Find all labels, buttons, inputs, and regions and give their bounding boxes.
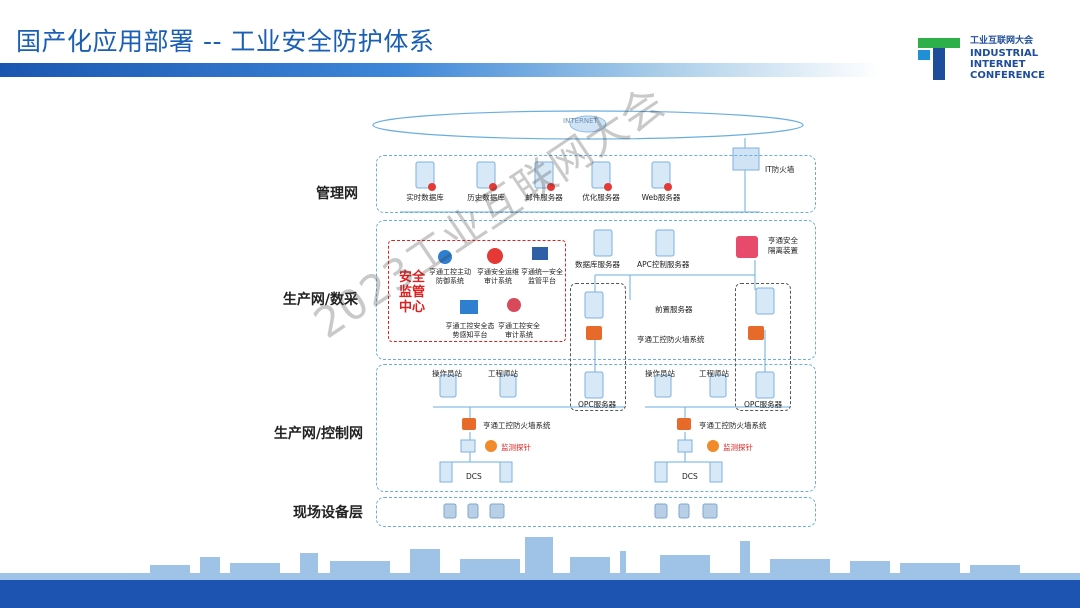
cloud-icon [569,115,607,133]
mgmt-server-label: 优化服务器 [582,193,620,202]
red-shield-icons [428,183,672,191]
mgmt-server-label: 实时数据库 [406,193,444,202]
soc-title: 安全 监管 中心 [397,270,427,315]
zone-box-field [376,497,816,527]
isolation-device-icon [736,236,758,258]
city-skyline-illustration [0,537,1080,580]
it-firewall-icon [732,147,760,171]
zone-label-field: 现场设备层 [293,505,363,521]
firewall-system-label: 亨通工控防火墙系统 [699,421,767,430]
soc-title-line: 监管 [398,285,425,300]
firewall-system-label: 亨通工控防火墙系统 [637,335,705,344]
data-server-icons [439,229,775,399]
logo-en-line2: INTERNET [970,59,1026,70]
firewall-system-label: 亨通工控防火墙系统 [483,421,551,430]
soc-box [388,240,566,342]
opc-server-label: OPC服务器 [744,400,783,409]
eng-station-label: 工程师站 [699,369,729,378]
conference-logo: 工业互联网大会 INDUSTRIAL INTERNET CONFERENCE [916,34,1066,82]
isolation-device-label: 亨通安全隔离装置 [768,236,798,255]
opc-server-label: OPC服务器 [578,400,617,409]
dcs-label: DCS [682,472,698,481]
eng-station-label: 工程师站 [488,369,518,378]
logo-mark-icon [918,38,960,80]
internet-label: INTERNET [563,117,598,125]
internet-cloud [372,110,804,140]
soc-item-label: 亨通工控安全审计系统 [498,322,540,339]
front-server-label: 前置服务器 [655,305,693,314]
mgmt-server-label: 历史数据库 [467,193,505,202]
logo-cn-text: 工业互联网大会 [970,36,1034,46]
db-server-label: 数据库服务器 [575,260,620,269]
soc-item-label: 亨通工控安全态势感知平台 [445,322,495,339]
it-firewall-label: IT防火墙 [765,165,795,174]
ops-station-label: 操作员站 [432,369,462,378]
soc-icons [438,247,548,314]
footer-band [0,580,1080,608]
firewall-icons [462,326,764,430]
soc-item-label: 亨通统一安全监管平台 [521,268,563,285]
ops-station-label: 操作员站 [645,369,675,378]
switch-icons [460,439,693,453]
slide-title: 国产化应用部署 -- 工业安全防护体系 [16,27,435,56]
soc-title-line: 安全 [398,270,425,285]
zone-label-production-data: 生产网/数采 [282,292,358,308]
monitor-probe-label: 监测探针 [501,443,531,452]
zone-box-production-control [376,364,816,492]
apc-server-label: APC控制服务器 [637,260,690,269]
logo-en-line1: INDUSTRIAL [970,48,1039,59]
zone-box-opc-right [735,283,791,411]
soc-title-line: 中心 [398,300,425,315]
monitor-probe-label: 监测探针 [723,443,753,452]
mgmt-server-icons [415,161,671,189]
dcs-cabinet-icons [439,461,723,483]
mgmt-server-label: 邮件服务器 [525,193,563,202]
mgmt-server-label: Web服务器 [641,193,681,202]
field-device-icons [443,503,718,519]
title-underline-bar [0,63,880,77]
zone-box-mgmt [376,155,816,213]
logo-en-line3: CONFERENCE [970,70,1045,81]
zone-box-production-data [376,220,816,360]
dcs-label: DCS [466,472,482,481]
zone-label-mgmt: 管理网 [316,186,358,202]
probe-icons [485,440,719,452]
zone-label-production-control: 生产网/控制网 [273,426,363,442]
zone-box-opc-left [570,283,626,411]
soc-item-label: 亨通安全运维审计系统 [477,268,519,285]
soc-item-label: 亨通工控主动防御系统 [429,268,471,285]
